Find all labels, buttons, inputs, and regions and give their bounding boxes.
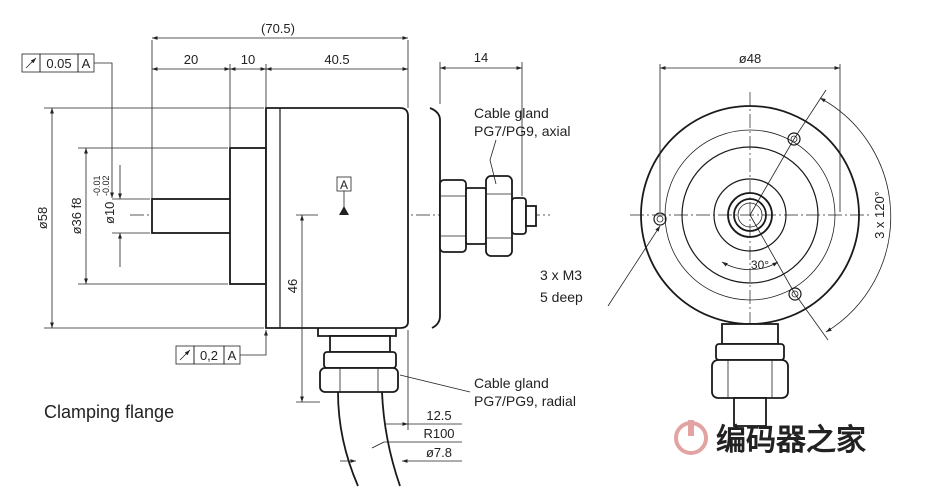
dim-angle-120: 3 x 120°: [872, 191, 887, 239]
dim-flange-length: 10: [241, 52, 255, 67]
runout-datum: A: [82, 56, 91, 71]
dim-housing-length: 40.5: [324, 52, 349, 67]
caption-clamping-flange: Clamping flange: [44, 402, 174, 422]
face-tolerance-frame: 0,2 A: [175, 330, 268, 365]
gland-radial-label-1: Cable gland: [474, 375, 549, 391]
side-view: A (: [21, 21, 576, 487]
dim-diameter-36: ø36 f8: [69, 198, 84, 235]
dim-angle-30: 30°: [751, 258, 769, 272]
front-radial-gland: [711, 323, 789, 427]
shaft-face: [733, 198, 767, 232]
dim-radial-12-5: 12.5: [426, 408, 451, 423]
flange-spigot-face: [713, 178, 787, 252]
threaded-holes: [653, 132, 802, 301]
face-value: 0,2: [200, 348, 218, 363]
thread-label-2: 5 deep: [540, 289, 583, 305]
thread-label-1: 3 x M3: [540, 267, 582, 283]
dim-height-46: 46: [285, 279, 300, 293]
shaft: [151, 198, 233, 234]
dim-diameter-58: ø58: [35, 207, 50, 229]
dim-front-diameter: ø48: [739, 51, 761, 66]
gland-radial-label-2: PG7/PG9, radial: [474, 393, 576, 409]
watermark-logo: 编码器之家: [674, 420, 866, 457]
face-datum: A: [228, 348, 237, 363]
dim-diameter-10: ø10: [102, 202, 117, 224]
runout-value: 0.05: [46, 56, 71, 71]
dim-bend-radius: R100: [423, 426, 454, 441]
datum-a-label: A: [340, 178, 348, 192]
dim-cable-diameter: ø7.8: [426, 445, 452, 460]
runout-tolerance-frame: 0.05 A: [21, 53, 114, 198]
flange-spigot: [229, 147, 267, 285]
gland-axial-label-1: Cable gland: [474, 105, 549, 121]
front-view: ø48 3 x 120° 30° 3 x M3 5 deep: [540, 51, 892, 427]
dim-overall-length: (70.5): [261, 21, 295, 36]
housing: [265, 107, 409, 329]
dim-tolerance-upper: -0.01: [92, 175, 102, 196]
dim-tolerance-lower: -0.02: [101, 175, 111, 196]
radial-cable-gland: [319, 335, 401, 487]
dim-shaft-length: 20: [184, 52, 198, 67]
dim-gland-axial: 14: [474, 50, 488, 65]
axial-cable-gland: [439, 175, 537, 257]
gland-axial-label-2: PG7/PG9, axial: [474, 123, 571, 139]
watermark-text: 编码器之家: [716, 423, 866, 457]
